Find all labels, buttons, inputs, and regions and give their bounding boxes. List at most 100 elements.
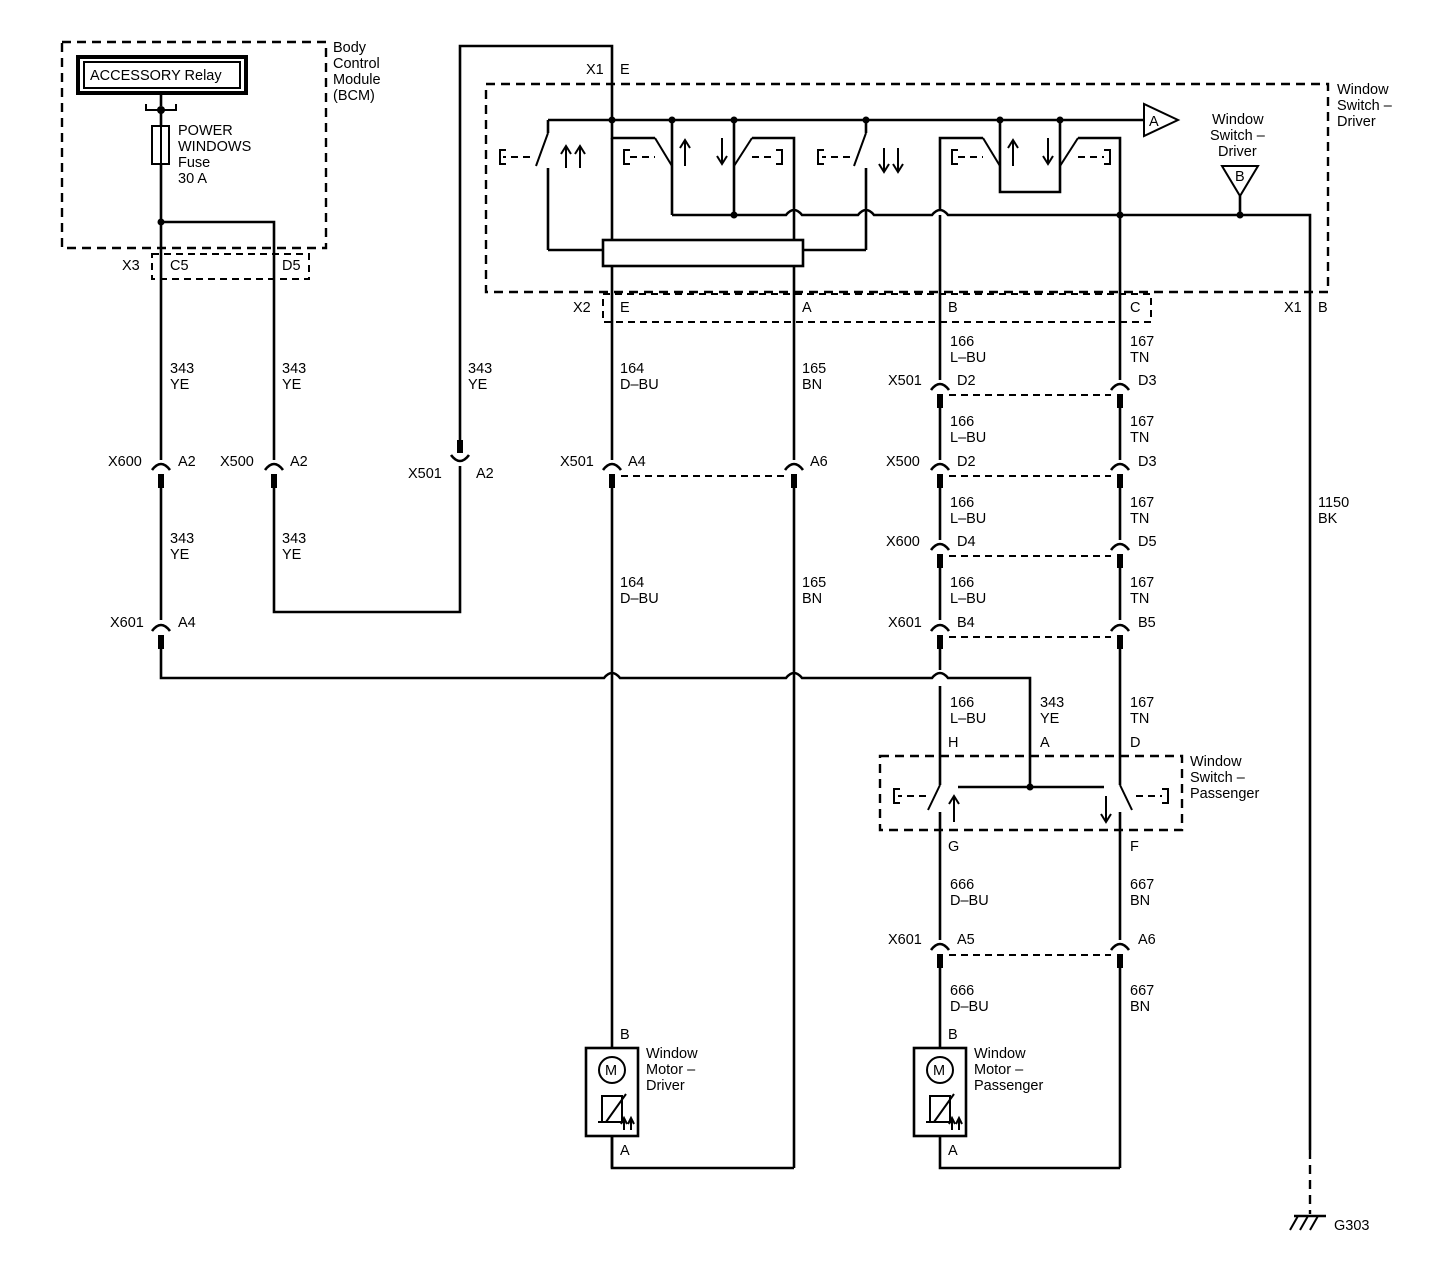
conn-x500-right: X500 — [886, 454, 920, 470]
ptc-sensor-icon — [926, 1093, 955, 1123]
conn-d5: D5 — [282, 258, 301, 274]
wire-343-f-color: YE — [1040, 711, 1060, 727]
wire-166-c-color: L–BU — [950, 511, 986, 527]
conn-b4-x601: B4 — [957, 615, 975, 631]
conn-b-right: B — [1318, 300, 1328, 316]
conn-pass-g: G — [948, 839, 959, 855]
wire-167-a-color: TN — [1130, 350, 1149, 366]
wire-666-b-num: 666 — [950, 983, 974, 999]
motor-driver-symbol: M — [605, 1063, 617, 1079]
wire-166-a-num: 166 — [950, 334, 974, 350]
bcm-label-2: Control — [333, 56, 380, 72]
conn-x601-low: X601 — [888, 932, 922, 948]
conn-d4-x600: D4 — [957, 534, 976, 550]
conn-d2-x501: D2 — [957, 373, 976, 389]
offpage-b-icon: B — [1220, 165, 1260, 215]
motor-pass-label-3: Passenger — [974, 1078, 1043, 1094]
ptc-sensor-icon — [598, 1093, 627, 1123]
wire-167-c-num: 167 — [1130, 495, 1154, 511]
wire-167-b-color: TN — [1130, 430, 1149, 446]
bcm-module: Body Control Module (BCM) ACCESSORY Rela… — [60, 40, 381, 250]
conn-e-top: E — [620, 62, 630, 78]
wire-343-f-num: 343 — [1040, 695, 1064, 711]
conn-a5-x601: A5 — [957, 932, 975, 948]
pass-switch-label-2: Switch – — [1190, 770, 1246, 786]
wire-165-b-num: 165 — [802, 575, 826, 591]
wire-343-b-color: YE — [282, 377, 302, 393]
wire-666-a-color: D–BU — [950, 893, 989, 909]
wire-167-e-color: TN — [1130, 711, 1149, 727]
conn-x501-left: X501 — [408, 466, 442, 482]
conn-d2-x500: D2 — [957, 454, 976, 470]
conn-a2-x600: A2 — [178, 454, 196, 470]
wire-343-d-num: 343 — [282, 531, 306, 547]
conn-e-bot: E — [620, 300, 630, 316]
conn-d3-x500: D3 — [1138, 454, 1157, 470]
conn-c-bot: C — [1130, 300, 1140, 316]
motor-driver-b: B — [620, 1027, 630, 1043]
conn-d5-x600: D5 — [1138, 534, 1157, 550]
wire-343-a-color: YE — [170, 377, 190, 393]
conn-pass-d: D — [1130, 735, 1140, 751]
conn-a-bot: A — [802, 300, 812, 316]
wire-1150-color: BK — [1318, 511, 1338, 527]
offpage-b-label: B — [1235, 169, 1245, 185]
pass-switch-label-3: Passenger — [1190, 786, 1259, 802]
conn-a6-x501: A6 — [810, 454, 828, 470]
conn-pass-f: F — [1130, 839, 1139, 855]
wire-1150-num: 1150 — [1318, 495, 1349, 511]
motor-icon — [926, 1056, 954, 1084]
wire-167-b-num: 167 — [1130, 414, 1154, 430]
conn-a2-x501: A2 — [476, 466, 494, 482]
conn-a4-x601: A4 — [178, 615, 196, 631]
wire-666-b-color: D–BU — [950, 999, 989, 1015]
wire-167-d-num: 167 — [1130, 575, 1154, 591]
wire-165-b-color: BN — [802, 591, 822, 607]
motor-pass-a: A — [948, 1143, 958, 1159]
wire-164-a-num: 164 — [620, 361, 644, 377]
driver-inner-label-1: Window — [1212, 112, 1264, 128]
offpage-a-label: A — [1149, 114, 1159, 130]
motor-pass-symbol: M — [933, 1063, 945, 1079]
conn-x600-right: X600 — [886, 534, 920, 550]
conn-a2-x500: A2 — [290, 454, 308, 470]
conn-x2: X2 — [573, 300, 591, 316]
wire-343-c-num: 343 — [170, 531, 194, 547]
conn-b5-x601: B5 — [1138, 615, 1156, 631]
window-motor-driver: B M Window Motor – Driver A — [584, 1027, 698, 1159]
bcm-label-3: Module — [333, 72, 381, 88]
wire-166-d-num: 166 — [950, 575, 974, 591]
fuse-label-3: Fuse — [178, 155, 210, 171]
wire-167-e-num: 167 — [1130, 695, 1154, 711]
wire-167-a-num: 167 — [1130, 334, 1154, 350]
driver-switch-label-2: Switch – — [1337, 98, 1393, 114]
conn-x601-right: X601 — [888, 615, 922, 631]
conn-x3: X3 — [122, 258, 140, 274]
pass-switch-label-1: Window — [1190, 754, 1242, 770]
wire-165-a-color: BN — [802, 377, 822, 393]
driver-switch-label-3: Driver — [1337, 114, 1376, 130]
window-switch-passenger: Window Switch – Passenger — [878, 754, 1259, 832]
conn-x601-left: X601 — [110, 615, 144, 631]
conn-x501-right: X501 — [888, 373, 922, 389]
wire-343-b-num: 343 — [282, 361, 306, 377]
conn-x1-top: X1 — [586, 62, 604, 78]
wire-164-b-num: 164 — [620, 575, 644, 591]
conn-a6-x601: A6 — [1138, 932, 1156, 948]
accessory-relay-label: ACCESSORY Relay — [90, 68, 222, 84]
window-motor-passenger: B M Window Motor – Passenger A — [912, 1027, 1043, 1159]
motor-pass-label-1: Window — [974, 1046, 1026, 1062]
ground-label: G303 — [1334, 1218, 1369, 1234]
window-switch-driver: Window Switch – Driver A — [484, 82, 1393, 294]
wire-167-c-color: TN — [1130, 511, 1149, 527]
express-up-switch — [499, 120, 586, 250]
wire-166-b-num: 166 — [950, 414, 974, 430]
motor-driver-a: A — [620, 1143, 630, 1159]
wire-166-a-color: L–BU — [950, 350, 986, 366]
conn-pass-h: H — [948, 735, 958, 751]
wire-164-a-color: D–BU — [620, 377, 659, 393]
conn-x600-left: X600 — [108, 454, 142, 470]
motor-driver-label-2: Motor – — [646, 1062, 696, 1078]
wire-167-d-color: TN — [1130, 591, 1149, 607]
